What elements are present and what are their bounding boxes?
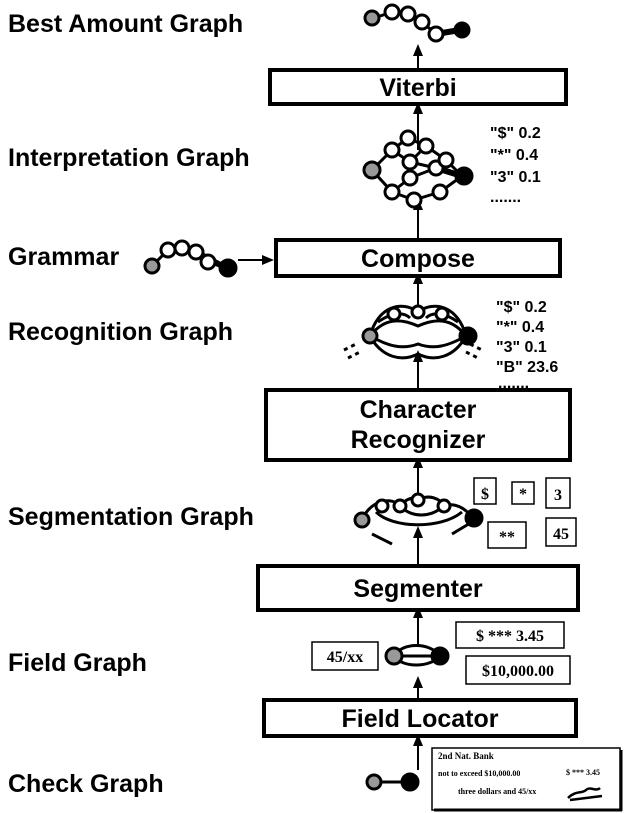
graph-node — [187, 243, 205, 261]
end-node — [430, 646, 450, 666]
segment-boxes: $ * 3 ** 45 — [473, 477, 577, 549]
check-bank-name: 2nd Nat. Bank — [438, 751, 494, 761]
graph-node — [410, 492, 426, 508]
recognition-graph — [343, 304, 483, 360]
end-node — [464, 508, 484, 528]
label-check-graph: Check Graph — [8, 770, 164, 798]
start-node — [361, 327, 379, 345]
viterbi-module: Viterbi — [268, 68, 568, 106]
character-recognizer-module: Character Recognizer — [264, 388, 572, 462]
graph-node — [383, 3, 401, 21]
label-field-graph: Field Graph — [8, 649, 147, 677]
segment-label: * — [519, 486, 527, 503]
start-node — [363, 9, 381, 27]
label-best-amount-graph: Best Amount Graph — [8, 10, 243, 38]
compose-label: Compose — [361, 245, 475, 273]
graph-node — [410, 304, 426, 320]
graph-node — [199, 253, 217, 271]
label-recognition-graph: Recognition Graph — [8, 318, 233, 346]
compose-module: Compose — [274, 238, 562, 278]
check-graph — [365, 772, 420, 792]
end-node — [458, 326, 478, 346]
segmentation-graph — [353, 492, 484, 546]
best-amount-graph — [363, 3, 471, 43]
graph-node — [383, 183, 401, 201]
interpretation-score: "3" 0.1 — [490, 169, 541, 186]
interpretation-score: "*" 0.4 — [490, 147, 538, 164]
field-box-amount-bottom: $10,000.00 — [482, 663, 554, 680]
graph-node — [431, 183, 449, 201]
graph-node — [436, 498, 452, 514]
graph-node — [159, 241, 177, 259]
graph-node — [434, 306, 450, 322]
check-limit: not to exceed $10,000.00 — [438, 769, 520, 778]
character-recognizer-line1: Character — [360, 396, 477, 424]
graph-node — [386, 306, 402, 322]
segment-label: 3 — [554, 487, 562, 504]
segment-label: 45 — [553, 526, 569, 543]
field-graph — [384, 644, 450, 667]
end-node — [453, 21, 471, 39]
graph-node — [374, 498, 390, 514]
graph-node — [413, 13, 431, 31]
interpretation-scores: "$" 0.2 "*" 0.4 "3" 0.1 ....... — [490, 125, 541, 206]
viterbi-label: Viterbi — [379, 74, 456, 102]
graph-node — [392, 498, 408, 514]
end-node — [400, 772, 420, 792]
segment-label: $ — [481, 486, 489, 503]
graph-node — [427, 25, 445, 43]
recognition-score: "$" 0.2 — [496, 299, 547, 316]
graph-node — [173, 239, 191, 257]
field-box-left: 45/xx — [327, 649, 363, 666]
recognition-scores: "$" 0.2 "*" 0.4 "3" 0.1 "B" 23.6 ....... — [496, 299, 558, 392]
graph-node — [437, 151, 455, 169]
start-node — [353, 511, 371, 529]
graph-node — [399, 129, 417, 147]
graph-node — [401, 169, 419, 187]
end-node — [454, 166, 474, 186]
label-interpretation-graph: Interpretation Graph — [8, 144, 250, 172]
start-node — [143, 257, 161, 275]
segment-label: ** — [499, 529, 515, 546]
check-amount-words: three dollars and 45/xx — [458, 787, 536, 796]
recognition-score: "*" 0.4 — [496, 319, 544, 336]
graph-node — [383, 141, 401, 159]
label-segmentation-graph: Segmentation Graph — [8, 503, 254, 531]
check-image: 2nd Nat. Bank not to exceed $10,000.00 $… — [431, 747, 623, 812]
graph-node — [399, 5, 417, 23]
recognition-score: "B" 23.6 — [496, 359, 558, 376]
recognition-score: ....... — [498, 375, 529, 392]
grammar-graph — [143, 239, 238, 278]
start-node — [365, 773, 383, 791]
field-boxes: 45/xx $ *** 3.45 $10,000.00 — [311, 621, 571, 685]
label-grammar: Grammar — [8, 243, 119, 271]
end-node — [218, 258, 238, 278]
field-locator-label: Field Locator — [342, 705, 499, 733]
field-box-amount-top: $ *** 3.45 — [476, 628, 544, 645]
graph-node — [405, 191, 423, 209]
graph-node — [401, 153, 419, 171]
interpretation-score: "$" 0.2 — [490, 125, 541, 142]
character-recognizer-line2: Recognizer — [351, 426, 486, 454]
segmenter-label: Segmenter — [353, 575, 482, 603]
interpretation-score: ....... — [490, 189, 521, 206]
start-node — [384, 646, 404, 666]
signature-mark — [567, 786, 603, 802]
field-locator-module: Field Locator — [262, 698, 578, 738]
recognition-score: "3" 0.1 — [496, 339, 547, 356]
graph-node — [417, 137, 435, 155]
segmenter-module: Segmenter — [256, 564, 580, 612]
interpretation-graph — [362, 129, 474, 209]
start-node — [362, 160, 382, 180]
check-amount: $ *** 3.45 — [566, 768, 600, 777]
